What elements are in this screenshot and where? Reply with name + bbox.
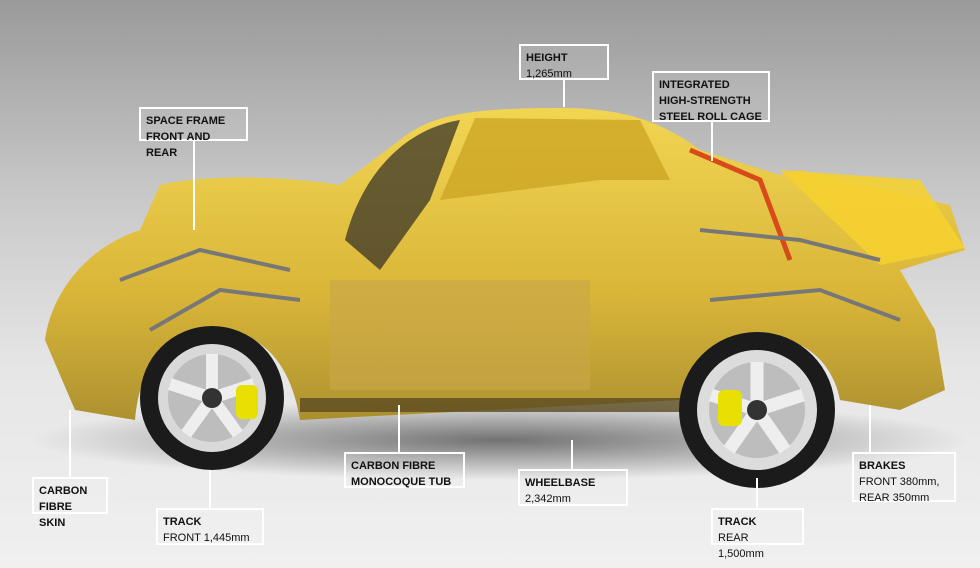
- wheelbase-label: WHEELBASE 2,342mm: [518, 469, 628, 506]
- height-title: HEIGHT: [526, 52, 568, 64]
- sill: [300, 398, 680, 412]
- height-label: HEIGHT 1,265mm: [519, 44, 609, 80]
- wheelbase-leader-line: [571, 440, 573, 470]
- height-value: 1,265mm: [526, 68, 572, 80]
- front-wheel: [140, 326, 284, 470]
- track-front-leader-line: [209, 470, 211, 508]
- roll-cage-title: INTEGRATED HIGH-STRENGTH STEEL ROLL CAGE: [659, 79, 762, 123]
- monocoque-title: CARBON FIBRE MONOCOQUE TUB: [351, 460, 452, 488]
- wheelbase-value: 2,342mm: [525, 493, 571, 505]
- carbon-skin-leader-line: [69, 410, 71, 478]
- car-body: [45, 108, 965, 420]
- windshield: [345, 120, 460, 270]
- brakes-label: BRAKES FRONT 380mm, REAR 350mm: [852, 452, 956, 504]
- monocoque-label: CARBON FIBRE MONOCOQUE TUB: [344, 452, 465, 488]
- roll-cage-label: INTEGRATED HIGH-STRENGTH STEEL ROLL CAGE: [652, 71, 770, 123]
- space-frame-title: SPACE FRAME FRONT AND REAR: [146, 115, 226, 159]
- track-rear-label: TRACK REAR 1,500mm: [711, 508, 804, 560]
- track-front-title: TRACK: [163, 516, 202, 528]
- wheelbase-title: WHEELBASE: [525, 477, 596, 489]
- door: [330, 280, 590, 390]
- brakes-title: BRAKES: [859, 460, 906, 472]
- monocoque-leader-line: [398, 405, 400, 453]
- track-rear-title: TRACK: [718, 516, 757, 528]
- brakes-value: FRONT 380mm, REAR 350mm: [859, 476, 940, 504]
- rear-wheel: [679, 332, 835, 488]
- track-rear-value: REAR 1,500mm: [718, 532, 764, 560]
- track-front-label: TRACK FRONT 1,445mm: [156, 508, 264, 545]
- carbon-skin-title: CARBON FIBRE SKIN: [39, 485, 88, 529]
- roll-cage-leader-line: [711, 121, 713, 161]
- carbon-skin-label: CARBON FIBRE SKIN: [32, 477, 108, 529]
- space-frame-label: SPACE FRAME FRONT AND REAR: [139, 107, 248, 159]
- height-leader-line: [563, 79, 565, 107]
- side-window: [440, 118, 670, 200]
- track-rear-leader-line: [756, 478, 758, 508]
- space-frame-leader-line: [193, 140, 195, 230]
- track-front-value: FRONT 1,445mm: [163, 532, 250, 544]
- front-frame: [119, 247, 301, 332]
- roll-cage: [689, 147, 793, 261]
- spoiler: [780, 170, 965, 265]
- rear-frame: [699, 228, 901, 322]
- brakes-leader-line: [869, 405, 871, 453]
